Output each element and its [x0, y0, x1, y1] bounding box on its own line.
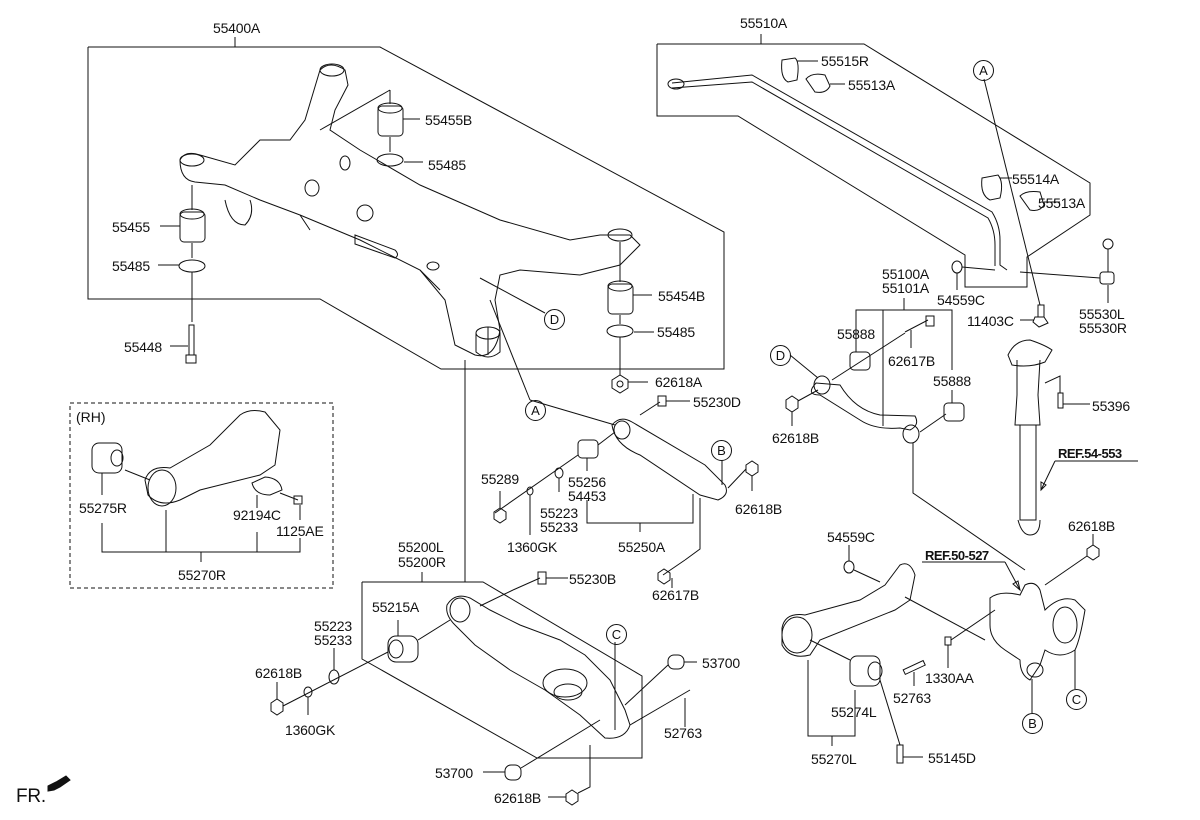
label-55888-2[interactable]: 55888 [933, 373, 971, 389]
label-55200R[interactable]: 55200R [398, 554, 446, 570]
label-55515R[interactable]: 55515R [821, 53, 869, 69]
label-54559C-low[interactable]: 54559C [827, 529, 875, 545]
lower-arm-drawing [270, 571, 697, 806]
label-55396[interactable]: 55396 [1092, 398, 1130, 414]
label-55530L[interactable]: 55530L [1079, 306, 1125, 322]
marker-d-crossmember[interactable]: D [544, 309, 565, 330]
label-1360GK-mid[interactable]: 1360GK [507, 539, 558, 555]
label-55530R[interactable]: 55530R [1079, 320, 1127, 336]
stabilizer-group-outline [656, 34, 1091, 288]
label-55270L[interactable]: 55270L [811, 751, 857, 767]
label-62618B-right[interactable]: 62618B [1068, 518, 1116, 534]
label-55230B[interactable]: 55230B [569, 571, 617, 587]
label-54453[interactable]: 54453 [568, 488, 606, 504]
label-55510A[interactable]: 55510A [740, 15, 788, 31]
label-11403C[interactable]: 11403C [967, 313, 1014, 329]
label-55145D[interactable]: 55145D [928, 750, 976, 766]
label-55400A[interactable]: 55400A [213, 20, 261, 36]
assist-arm-drawing [493, 395, 759, 588]
trailing-arm-lh-drawing [781, 545, 996, 764]
label-55514A[interactable]: 55514A [1012, 171, 1060, 187]
marker-d-upper-arm[interactable]: D [770, 345, 791, 366]
label-52763-right[interactable]: 52763 [893, 690, 931, 706]
label-62618B-bottom[interactable]: 62618B [494, 790, 542, 806]
label-55101A[interactable]: 55101A [882, 280, 930, 296]
label-1360GK-low[interactable]: 1360GK [285, 722, 336, 738]
label-1125AE[interactable]: 1125AE [276, 523, 324, 539]
label-55233-low[interactable]: 55233 [314, 632, 352, 648]
label-53700-right[interactable]: 53700 [702, 655, 740, 671]
label-55233-mid[interactable]: 55233 [540, 519, 578, 535]
stabilizer-bar-drawing [667, 57, 1115, 328]
label-55485-3[interactable]: 55485 [657, 324, 695, 340]
label-1330AA[interactable]: 1330AA [925, 670, 974, 686]
label-55230D[interactable]: 55230D [693, 394, 741, 410]
label-62617B-mid[interactable]: 62617B [652, 587, 700, 603]
label-62618B-lowleft[interactable]: 62618B [255, 665, 303, 681]
label-55448[interactable]: 55448 [124, 339, 162, 355]
rh-note: (RH) [76, 409, 106, 425]
marker-c-knuckle[interactable]: C [1066, 689, 1087, 710]
marker-a-top[interactable]: A [973, 60, 994, 81]
label-62617B-top[interactable]: 62617B [888, 353, 936, 369]
label-55223-low[interactable]: 55223 [314, 618, 352, 634]
label-55274L[interactable]: 55274L [831, 704, 877, 720]
label-55200L[interactable]: 55200L [398, 539, 444, 555]
shock-absorber-drawing [1007, 339, 1138, 561]
label-55100A[interactable]: 55100A [882, 266, 930, 282]
label-55513A-1[interactable]: 55513A [848, 77, 896, 93]
crossmember-bushings [158, 89, 654, 582]
marker-b-knuckle[interactable]: B [1022, 713, 1043, 734]
label-55485-1[interactable]: 55485 [428, 157, 466, 173]
marker-c-lower-arm[interactable]: C [606, 624, 627, 645]
label-62618B-upper[interactable]: 62618B [772, 430, 820, 446]
marker-b-mid[interactable]: B [711, 440, 732, 461]
label-52763-low[interactable]: 52763 [664, 725, 702, 741]
upper-arm-drawing [785, 298, 1026, 571]
label-55215A[interactable]: 55215A [372, 599, 420, 615]
crossmember-group-outline [87, 37, 725, 370]
crossmember-drawing [179, 63, 641, 358]
front-arrow-icon [47, 775, 71, 792]
label-55485-2[interactable]: 55485 [112, 258, 150, 274]
knuckle-drawing [922, 555, 1088, 713]
label-55256[interactable]: 55256 [568, 474, 606, 490]
ref-54-553[interactable]: REF.54-553 [1058, 446, 1122, 461]
label-55454B[interactable]: 55454B [658, 288, 706, 304]
label-55270R[interactable]: 55270R [178, 567, 226, 583]
marker-a-mid[interactable]: A [525, 400, 546, 421]
label-62618A[interactable]: 62618A [655, 374, 703, 390]
label-53700-bottom[interactable]: 53700 [435, 765, 473, 781]
front-indicator: FR. [16, 786, 47, 807]
rh-trailing-arm-box [69, 402, 334, 589]
ref-50-527[interactable]: REF.50-527 [925, 548, 989, 563]
label-55513A-2[interactable]: 55513A [1038, 195, 1086, 211]
label-55289[interactable]: 55289 [481, 471, 519, 487]
label-62618B-mid[interactable]: 62618B [735, 501, 783, 517]
label-55250A[interactable]: 55250A [618, 539, 666, 555]
label-55455B[interactable]: 55455B [425, 112, 473, 128]
label-55275R[interactable]: 55275R [79, 500, 127, 516]
label-55223-mid[interactable]: 55223 [540, 505, 578, 521]
label-54559C-top[interactable]: 54559C [937, 292, 985, 308]
label-55455[interactable]: 55455 [112, 219, 150, 235]
label-55888-1[interactable]: 55888 [837, 326, 875, 342]
lower-arm-group-outline [361, 572, 643, 759]
label-92194C[interactable]: 92194C [233, 507, 281, 523]
